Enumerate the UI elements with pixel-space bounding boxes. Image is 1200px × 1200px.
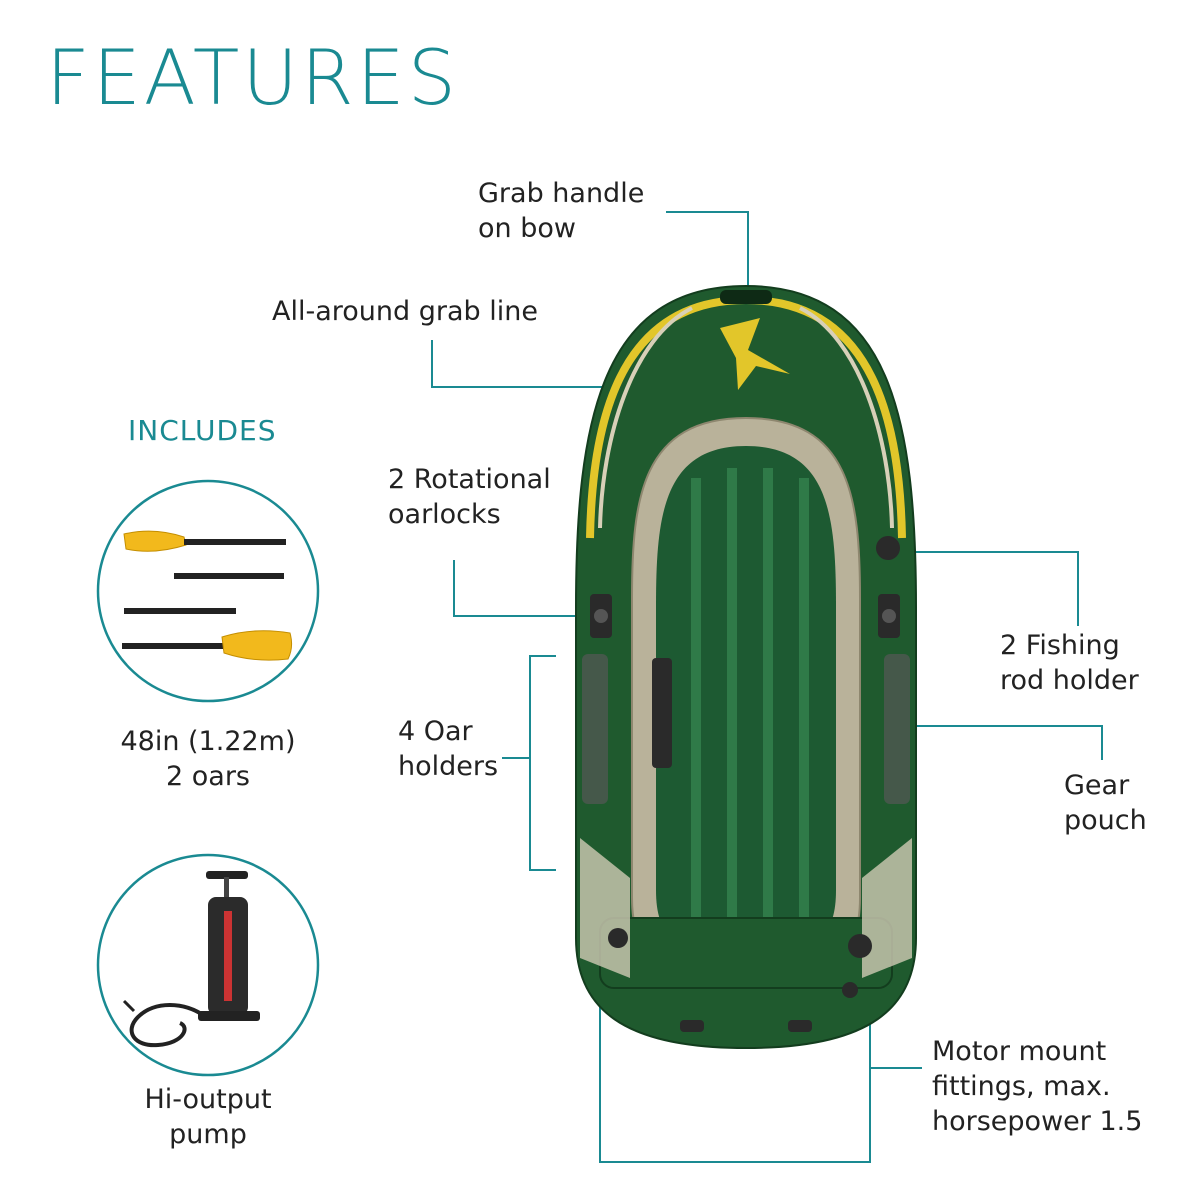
motor-mount-label: Motor mount fittings, max. horsepower 1.…: [932, 1036, 1143, 1137]
page-title: FEATURES: [46, 33, 459, 122]
includes-heading: INCLUDES: [128, 414, 277, 447]
oarlocks-line: [453, 560, 592, 617]
oar-shaft-icon: [124, 608, 236, 614]
pump-circle: [96, 853, 320, 1077]
rod-holder-icon: [848, 934, 872, 958]
oarlock-icon: [878, 594, 900, 638]
gear-pouch-icon: [652, 658, 672, 768]
oar-holder-panel: [884, 654, 910, 804]
oar-icon: [122, 630, 293, 661]
fishing-rod-label: 2 Fishing rod holder: [1000, 630, 1139, 696]
bow-handle: [720, 290, 772, 304]
pump-icon: [122, 871, 260, 1048]
pump-label: Hi-output pump: [144, 1084, 272, 1150]
oar-holders-label: 4 Oar holders: [398, 716, 499, 782]
grab-line-line: [431, 340, 608, 388]
grab-line-label: All-around grab line: [272, 296, 538, 327]
oar-shaft-icon: [174, 573, 284, 579]
motor-fitting-icon: [608, 928, 628, 948]
oar-icon: [123, 530, 286, 552]
oars-label: 48in (1.22m) 2 oars: [120, 726, 296, 792]
rod-holder-icon: [876, 536, 900, 560]
oar-holders-bracket: [529, 655, 556, 871]
fishing-rod-line: [900, 551, 1079, 626]
boat-illustration: [575, 284, 917, 1050]
grab-handle-line: [666, 211, 749, 292]
grab-handle-label: Grab handle on bow: [478, 178, 645, 244]
oarlock-icon: [590, 594, 612, 638]
seahawk-logo: [720, 318, 790, 390]
gear-pouch-label: Gear pouch: [1064, 770, 1147, 836]
oars-circle: [96, 479, 320, 703]
oar-holder-panel: [582, 654, 608, 804]
motor-fitting-icon: [842, 982, 858, 998]
motor-mount-line: [599, 922, 871, 1163]
oarlocks-label: 2 Rotational oarlocks: [388, 464, 551, 530]
